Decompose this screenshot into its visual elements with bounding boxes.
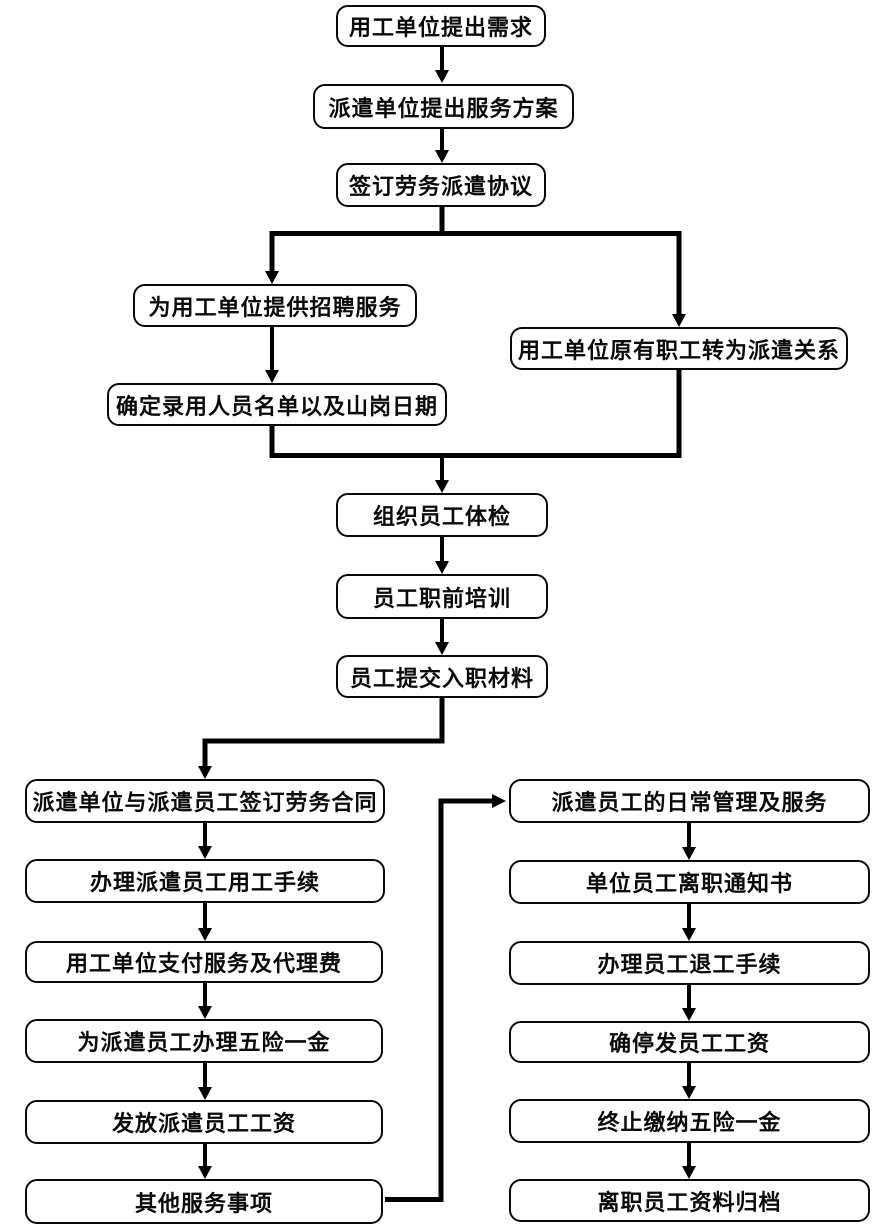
flow-node-stopwage: 确停发员工工资: [509, 1021, 870, 1063]
connector-procedures-payfee: [198, 902, 212, 941]
connector-wages-other: [198, 1143, 212, 1179]
flow-node-other: 其他服务事项: [25, 1179, 383, 1224]
flow-node-archive: 离职员工资料归档: [509, 1179, 870, 1222]
connector-daily-notice: [682, 822, 696, 860]
connector-contract-procedures: [198, 822, 212, 859]
connector-merge-physical: [435, 456, 449, 493]
flow-node-wages: 发放派遣员工工资: [25, 1100, 383, 1144]
flow-node-transfer: 用工单位原有职工转为派遣关系: [510, 327, 848, 370]
connector-split-recruit: [265, 231, 279, 284]
connector-split-bar: [269, 206, 682, 236]
flow-node-notice: 单位员工离职通知书: [509, 860, 870, 904]
connector-physical-training: [435, 536, 449, 574]
connector-payfee-insurance: [198, 982, 212, 1019]
connector-merge-bar: [269, 369, 682, 458]
flow-node-training: 员工职前培训: [336, 574, 548, 619]
flow-node-materials: 员工提交入职材料: [336, 655, 548, 698]
flow-node-stopins: 终止缴纳五险一金: [509, 1099, 870, 1143]
flow-node-insurance: 为派遣员工办理五险一金: [25, 1019, 383, 1063]
flow-node-contract: 派遣单位与派遣员工签订劳务合同: [25, 779, 385, 823]
flow-node-physical: 组织员工体检: [336, 493, 548, 537]
flow-node-agreement: 签订劳务派遣协议: [336, 163, 546, 207]
flow-node-recruit: 为用工单位提供招聘服务: [133, 284, 417, 327]
flow-node-plan: 派遣单位提出服务方案: [313, 84, 574, 129]
connector-insurance-wages: [198, 1062, 212, 1100]
connector-training-materials: [435, 618, 449, 655]
connector-plan-agreement: [435, 128, 449, 163]
connector-stopwage-stopins: [682, 1062, 696, 1099]
connector-other-daily: [385, 794, 506, 1202]
flow-node-demand: 用工单位提出需求: [336, 5, 546, 47]
flow-node-payfee: 用工单位支付服务及代理费: [25, 941, 383, 983]
connector-materials-contract: [198, 697, 445, 779]
connector-notice-quit: [682, 903, 696, 941]
flow-node-quit: 办理员工退工手续: [509, 941, 870, 985]
connector-demand-plan: [435, 46, 449, 83]
connector-split-transfer: [672, 231, 686, 327]
flow-node-procedures: 办理派遣员工用工手续: [25, 859, 385, 903]
flow-node-confirm: 确定录用人员名单以及山岗日期: [107, 383, 447, 426]
connector-quit-stopwage: [682, 984, 696, 1021]
flow-node-daily: 派遣员工的日常管理及服务: [509, 779, 870, 823]
connector-stopins-archive: [682, 1142, 696, 1179]
connector-recruit-confirm: [265, 326, 279, 383]
